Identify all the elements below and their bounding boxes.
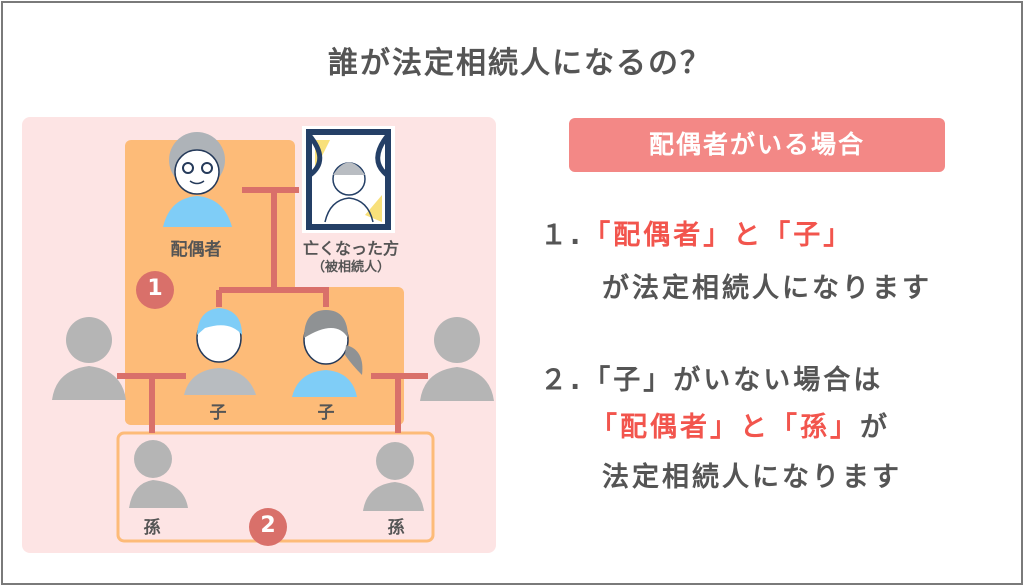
silhouette-right [420,317,494,401]
badge-1-circle [136,271,174,309]
rule-2-highlight: 「配偶者」と「孫」 [590,412,860,443]
rule-2-line-3: 法定相続人になります [602,462,902,493]
deceased-label: 亡くなった方 [302,239,400,258]
badge-2: 2 [260,513,276,538]
rule-1-number: １. [540,220,584,251]
page-title: 誰が法定相続人になるの？ [328,46,712,81]
child-label-2: 子 [317,403,335,423]
rule-2-condition: 「子」がいない場合は [583,365,884,396]
child-label-1: 子 [209,403,227,423]
grandchild-right [363,442,424,511]
grandchild-label-2: 孫 [387,518,405,538]
rule-1-highlight: 「配偶者」と「子」 [583,220,854,251]
connector-lines [117,187,428,433]
rule-1-line-2: が法定相続人になります [602,273,932,304]
rule-2-line-2: 「配偶者」と「孫」が [590,405,890,444]
rule-2-line-1: ２.「子」がいない場合は [540,358,883,397]
group-1-area-lower [125,287,404,425]
grandchild-left [129,440,188,508]
rule-2-number: ２. [540,365,584,396]
deceased-sub-label: （被相続人） [311,260,391,275]
deceased-portrait [302,126,395,233]
spouse-figure [163,132,232,227]
spouse-label: 配偶者 [170,240,222,260]
badge-2-circle [249,508,287,546]
child-figure-2 [292,310,363,397]
rule-1-line-1: １.「配偶者」と「子」 [540,213,853,252]
rule-2-suffix: が [860,412,890,443]
case-header: 配偶者がいる場合 [569,118,945,172]
child-figure-1 [184,308,256,395]
grandchild-label-1: 孫 [143,518,161,538]
badge-1: 1 [147,276,163,301]
silhouette-left [52,317,126,400]
